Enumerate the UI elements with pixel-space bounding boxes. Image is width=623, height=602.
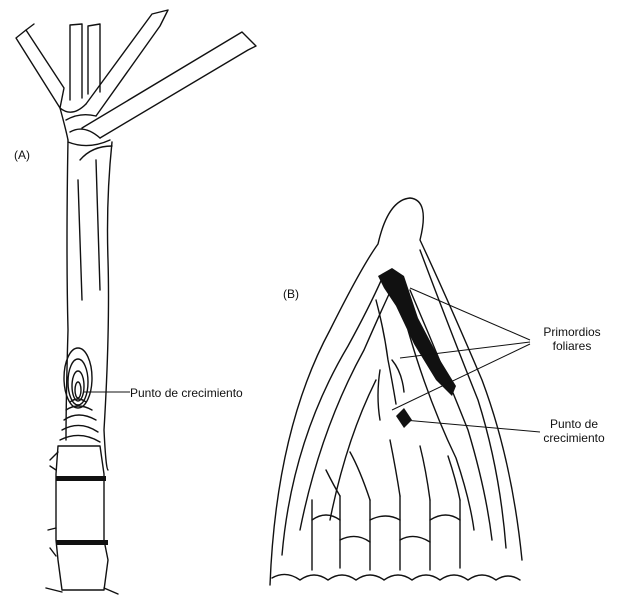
- panel-a-stem-drawing: [16, 10, 256, 594]
- panel-a-node-bands: [56, 476, 108, 545]
- panel-b-outer-outline: [270, 198, 522, 585]
- panel-a-leaf-mid: [86, 10, 168, 116]
- panel-b-primordia-label: Primordios foliares: [536, 325, 608, 353]
- panel-a-stub-2: [88, 24, 100, 94]
- panel-a-node-body: [56, 446, 108, 590]
- panel-a-leaf-right: [82, 32, 256, 138]
- panel-a-label: (A): [14, 148, 30, 162]
- panel-b-growth-point-label: Punto de crecimiento: [530, 417, 618, 445]
- panel-b-label: (B): [283, 287, 299, 301]
- panel-a-stem-right-edge: [104, 142, 112, 470]
- panel-a-growth-point: [60, 348, 100, 442]
- panel-b-apex-drawing: [270, 198, 522, 585]
- panel-b-base-cells: [272, 574, 520, 580]
- panel-a-growth-point-label: Punto de crecimiento: [130, 386, 243, 400]
- panel-b-growth-label-line2: crecimiento: [530, 431, 618, 445]
- panel-a-stub-1: [70, 24, 82, 100]
- panel-b-growth-label-line1: Punto de: [530, 417, 618, 431]
- panel-b-primordia-label-line1: Primordios: [536, 325, 608, 339]
- panel-a-leaf-left: [16, 30, 64, 108]
- panel-b-primordia-label-line2: foliares: [536, 339, 608, 353]
